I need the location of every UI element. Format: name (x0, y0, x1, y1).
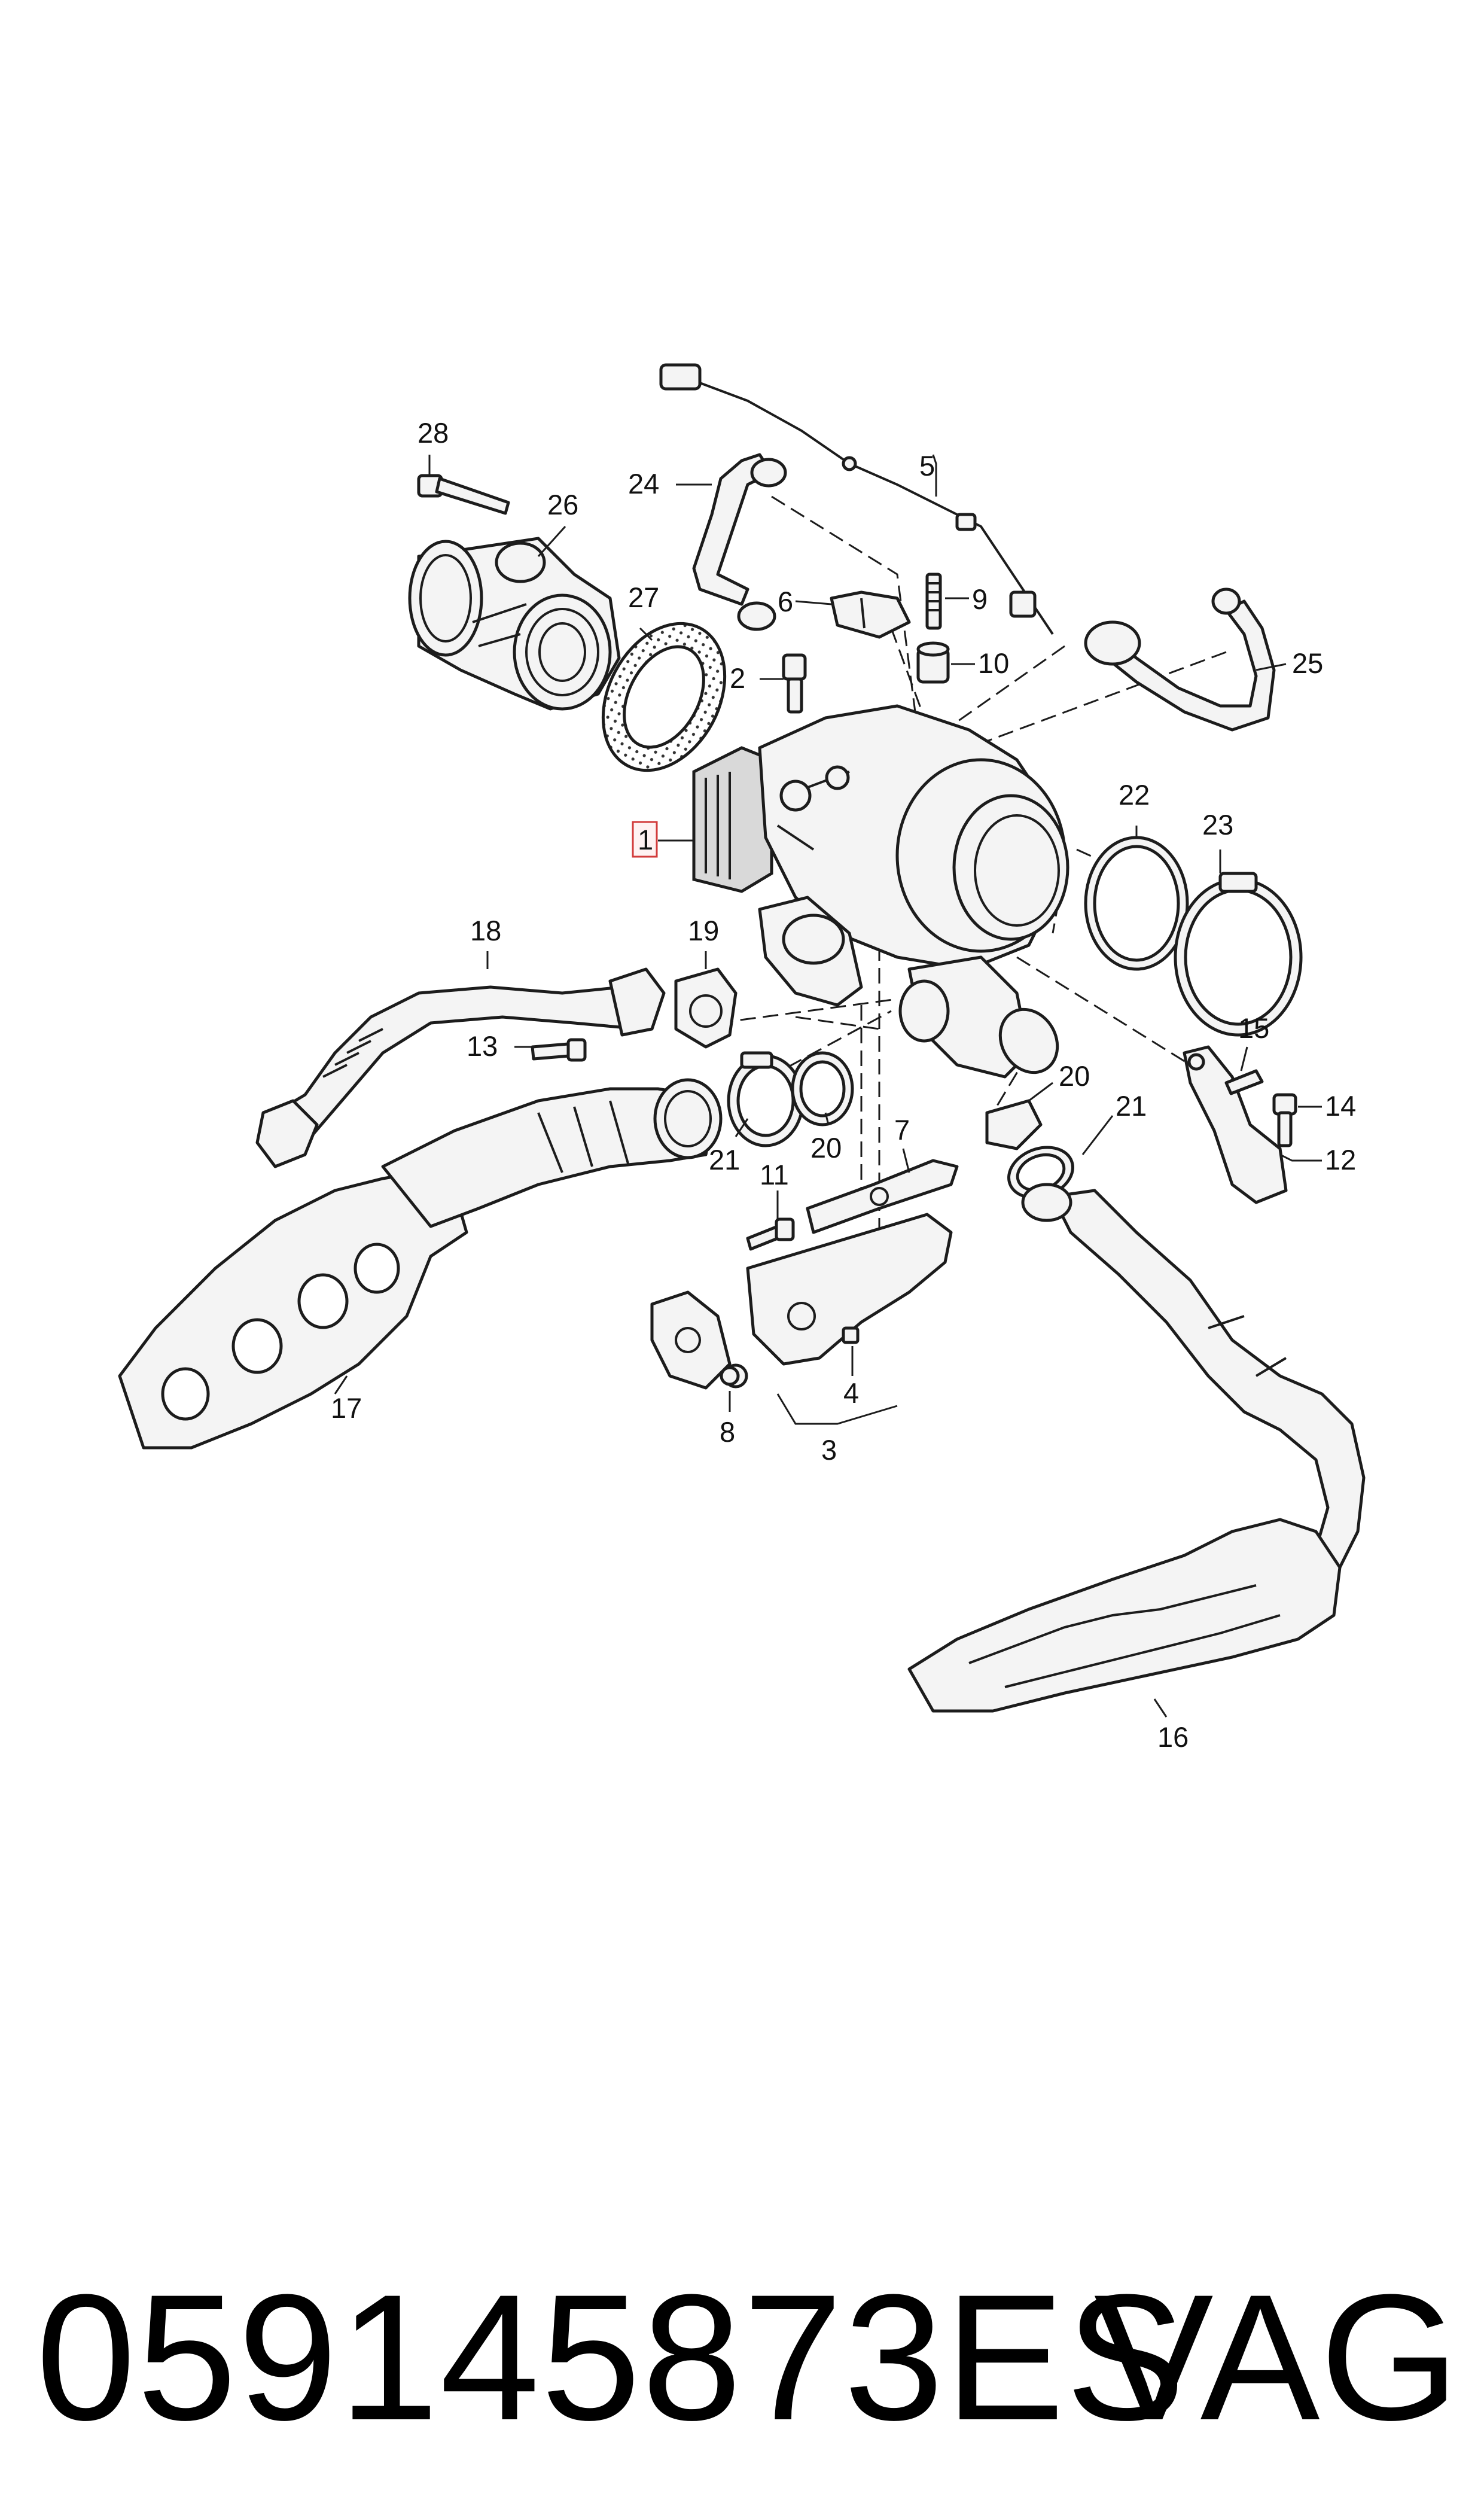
callout-6: 6 (778, 586, 793, 617)
part-15-bolt (1224, 1069, 1264, 1095)
part-2-banjo-bolt (782, 653, 807, 714)
part-6-bracket (830, 590, 911, 639)
callout-21-right: 21 (1116, 1090, 1147, 1122)
part-26-air-inlet-housing (408, 537, 621, 711)
part-23-clamp (1174, 872, 1303, 1037)
callout-4: 4 (843, 1377, 859, 1409)
part-3-bracket-assembly (650, 1213, 953, 1390)
part-28-bolt (417, 474, 510, 515)
callout-5: 5 (919, 450, 935, 482)
callout-21-left: 21 (709, 1144, 740, 1176)
part-5-sensor-cable (659, 363, 1054, 635)
part-12-bracket (1183, 1045, 1288, 1204)
callout-3: 3 (821, 1434, 837, 1466)
callout-10: 10 (978, 647, 1009, 679)
part-13-bolt (531, 1038, 587, 1062)
callout-labels: 28 26 27 24 5 6 9 10 2 1 22 23 25 15 14 … (331, 417, 1356, 1753)
callout-17: 17 (331, 1392, 362, 1424)
part-27-mesh-gasket (601, 622, 727, 772)
part-4-nut (842, 1326, 860, 1344)
callout-26: 26 (547, 489, 578, 520)
part-9-stud (925, 573, 942, 630)
callout-2: 2 (730, 662, 745, 694)
callout-11: 11 (760, 1159, 789, 1191)
callout-20-right: 20 (1059, 1060, 1090, 1092)
part-20-seal-right (985, 1099, 1043, 1150)
callout-14: 14 (1325, 1090, 1356, 1122)
callout-7: 7 (894, 1114, 910, 1146)
part-14-bolt (1272, 1093, 1297, 1147)
part-16-downpipe (907, 1183, 1366, 1713)
callout-22: 22 (1119, 779, 1150, 811)
footer: 059145873ES VAG (36, 2237, 1459, 2477)
callout-27: 27 (628, 581, 659, 613)
callout-16: 16 (1157, 1721, 1189, 1753)
callout-28: 28 (418, 417, 449, 449)
part-7-gasket (806, 1159, 959, 1234)
brand-name: VAG (1093, 2257, 1459, 2458)
part-21-clamp-left (727, 1051, 805, 1147)
part-22-o-ring (1084, 836, 1189, 971)
callout-1-highlight (632, 821, 658, 858)
part-11-bolt (746, 1217, 795, 1251)
callout-24: 24 (628, 468, 659, 500)
callout-23: 23 (1202, 809, 1233, 841)
callout-19: 19 (688, 915, 719, 946)
part-17-exhaust-manifold (118, 1078, 723, 1450)
part-8-washer (720, 1366, 740, 1386)
part-24-coolant-pipe (692, 453, 787, 631)
callout-15: 15 (1238, 1012, 1269, 1044)
exploded-parts-diagram: 28 26 27 24 5 6 9 10 2 1 22 23 25 15 14 … (118, 363, 1366, 1753)
callout-13: 13 (467, 1030, 498, 1062)
part-10-nut (916, 641, 950, 684)
callout-20-left: 20 (810, 1132, 842, 1164)
part-number: 059145873ES (36, 2257, 1187, 2458)
callout-1: 1 (638, 824, 653, 855)
callout-9: 9 (972, 583, 988, 615)
part-19-flange-gasket (674, 967, 738, 1049)
callout-18: 18 (470, 915, 501, 946)
part-25-oil-pipe (1084, 587, 1276, 732)
leader-lines (334, 454, 1322, 1718)
callout-8: 8 (720, 1416, 735, 1448)
callout-12: 12 (1325, 1144, 1356, 1176)
part-1-turbocharger (692, 704, 1069, 1079)
callout-25: 25 (1292, 647, 1323, 679)
part-20-seal-left (791, 1051, 854, 1126)
part-18-egr-pipe (255, 967, 666, 1168)
